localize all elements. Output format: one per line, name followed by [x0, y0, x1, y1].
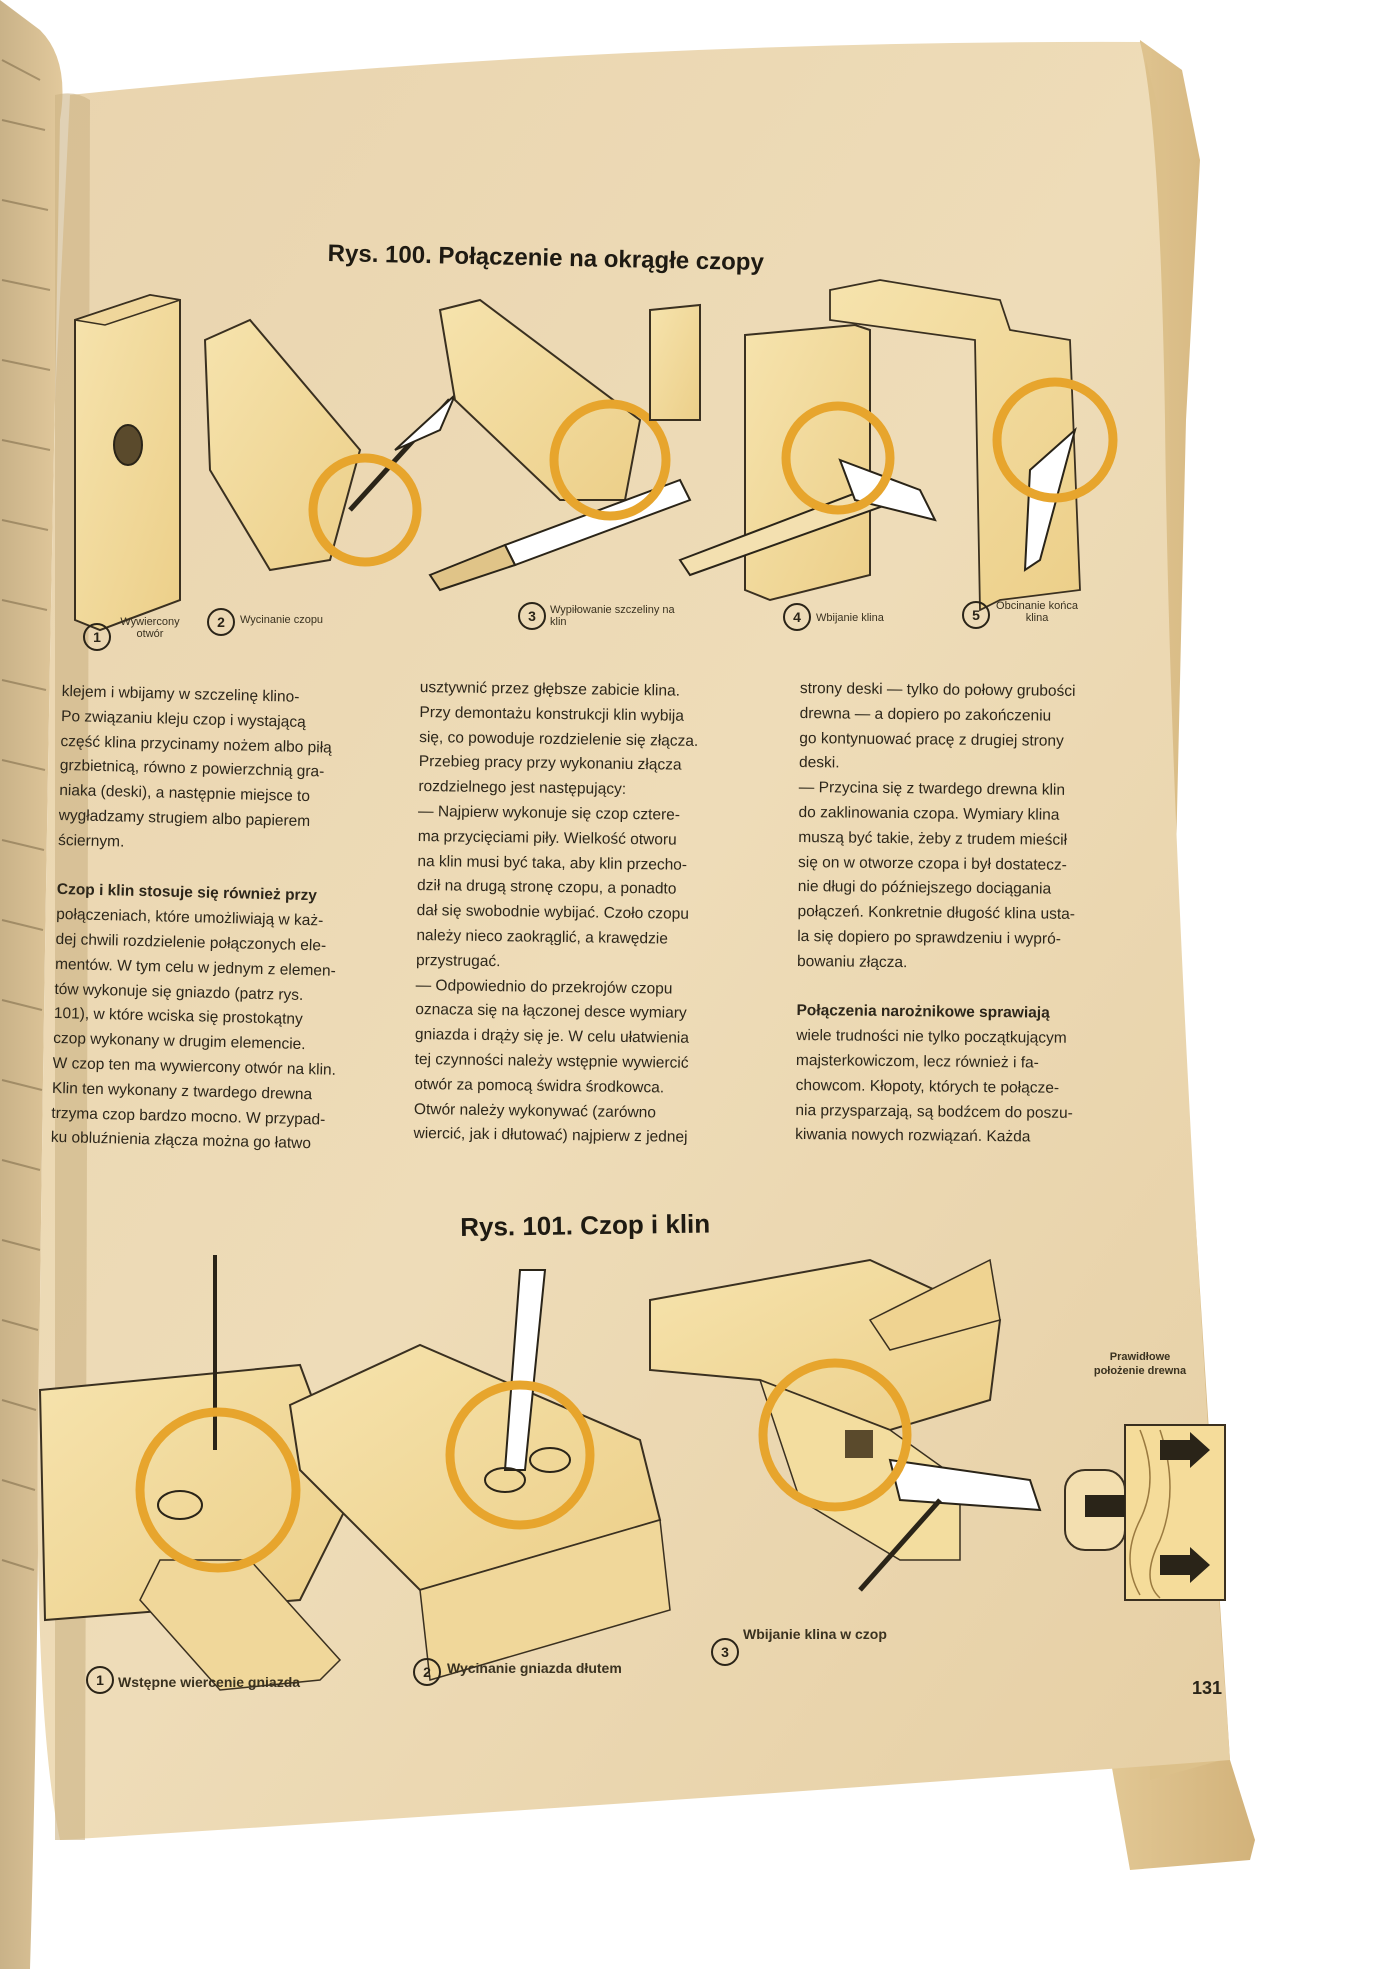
text-line: drewna — a dopiero po zakończeniu — [799, 704, 1052, 725]
text-line: wiercić, jak i dłutować) najpierw z jedn… — [413, 1125, 688, 1147]
text-line: się on w otworze czopa i był dostatecz- — [797, 853, 1067, 874]
fig100-step-4-label: Wbijanie klina — [816, 612, 884, 624]
fig100-step-3-number: 3 — [518, 602, 546, 630]
text-line: połączeń. Konkretnie długość klina usta- — [797, 903, 1076, 924]
fig101-inset-label: Prawidłowe położenie drewna — [1093, 1351, 1187, 1377]
fig100-step-1-label: Wywiercony otwór — [120, 616, 180, 640]
text-line: nie długi do późniejszego dociągania — [797, 878, 1052, 899]
text-line: majsterkowiczom, lecz również i fa- — [795, 1051, 1039, 1072]
fig100-step-3-label: Wypiłowanie szczeliny na klin — [550, 604, 675, 628]
text-line: la się dopiero po sprawdzeniu i wypró- — [797, 927, 1061, 948]
fig100-step-2-label: Wycinanie czopu — [240, 614, 324, 626]
text-line: strony deski — tylko do połowy grubości — [799, 679, 1076, 700]
fig100-step-4-number: 4 — [783, 603, 811, 631]
text-line: go kontynuować pracę z drugiej strony — [799, 729, 1064, 750]
fig101-step-2-label: Wycinanie gniazda dłutem — [447, 1660, 622, 1676]
text-line — [797, 975, 1137, 1003]
fig101-step-1-label: Wstępne wiercenie gniazda — [118, 1674, 301, 1690]
fig100-step-5-number: 5 — [962, 601, 990, 629]
fig100-step-2-number: 2 — [207, 608, 235, 636]
page-number: 131 — [1192, 1678, 1223, 1698]
text-line: do zaklinowania czopa. Wymiary klina — [798, 803, 1060, 824]
text-line: wiele trudności nie tylko początkującym — [796, 1027, 1067, 1047]
fig101-step-2-number: 2 — [413, 1658, 441, 1686]
text-line: chowcom. Kłopoty, których te połącze- — [795, 1076, 1060, 1097]
fig101-step-3-label: Wbijanie klina w czop — [743, 1626, 887, 1642]
figure-101-title: Rys. 101. Czop i klin — [460, 1208, 711, 1242]
text-line: — Przycina się z twardego drewna klin — [798, 779, 1066, 799]
text-column-1: klejem i wbijamy w szczelinę klino- Po z… — [50, 680, 381, 1159]
text-line: bowaniu złącza. — [796, 952, 908, 971]
fig101-step-1-number: 1 — [86, 1666, 114, 1694]
text-line: kiwania nowych rozwiązań. Każda — [795, 1126, 1031, 1146]
text-line: Połączenia narożnikowe sprawiają — [796, 1002, 1050, 1022]
text-column-2: usztywnić przez głębsze zabicie klina. P… — [413, 676, 790, 1152]
fig100-step-1-number: 1 — [83, 623, 111, 651]
text-line: deski. — [799, 754, 840, 772]
fig100-step-5-label: Obcinanie końca klina — [996, 600, 1078, 624]
text-column-3: strony deski — tylko do połowy grubości … — [795, 677, 1140, 1152]
text-line: muszą być takie, żeby z trudem mieścił — [798, 828, 1068, 849]
text-line: nia przysparzają, są bodźcem do poszu- — [795, 1101, 1073, 1122]
fig101-step-3-number: 3 — [711, 1638, 739, 1666]
